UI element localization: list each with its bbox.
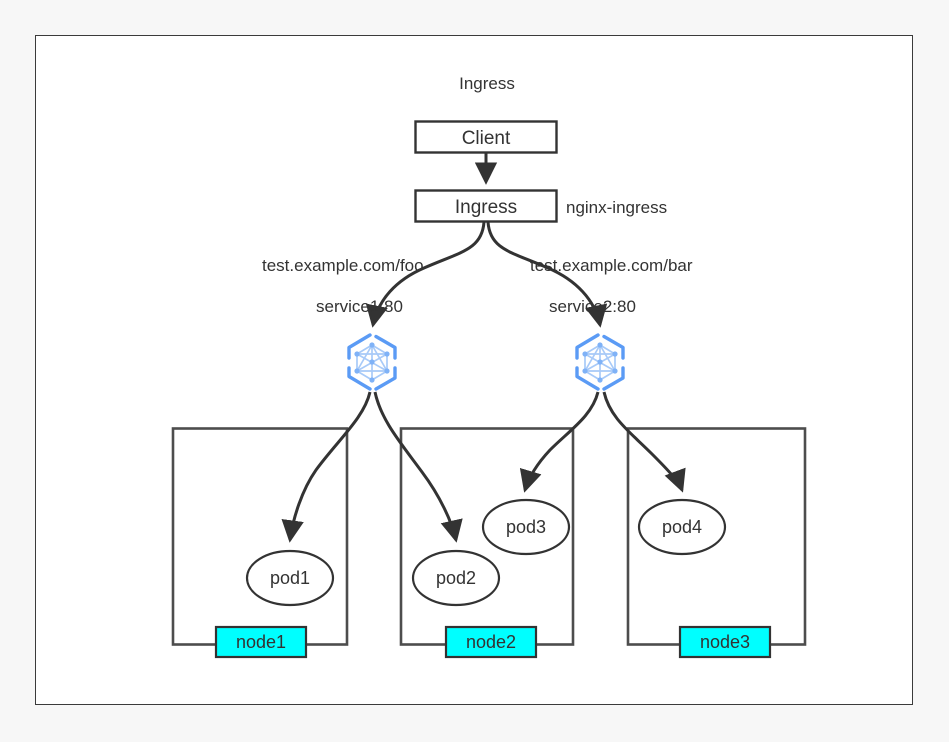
node2-label: node2 — [466, 632, 516, 652]
edge-service2-to-pod3 — [519, 391, 600, 493]
service2-label: service2:80 — [549, 297, 636, 316]
ingress-box[interactable] — [414, 189, 558, 223]
edge-service1-to-pod2 — [373, 391, 463, 543]
node1-container[interactable] — [171, 427, 349, 646]
service2-icon[interactable] — [575, 333, 625, 391]
node3-label-box[interactable] — [678, 625, 772, 659]
pod1-ellipse[interactable] — [245, 549, 335, 607]
ingress-controller-note: nginx-ingress — [566, 198, 667, 217]
edge-label-foo: test.example.com/foo — [262, 256, 424, 275]
service1-icon[interactable] — [347, 333, 397, 391]
pod2-ellipse[interactable] — [411, 549, 501, 607]
node3-label-group[interactable]: node3 — [678, 625, 772, 659]
pod3-label: pod3 — [506, 517, 546, 537]
pod3-node[interactable]: pod3 — [481, 498, 571, 556]
pod3-ellipse[interactable] — [481, 498, 571, 556]
diagram-title: Ingress — [459, 74, 515, 93]
pod2-label: pod2 — [436, 568, 476, 588]
edge-label-bar: test.example.com/bar — [530, 256, 693, 275]
node3-label: node3 — [700, 632, 750, 652]
edge-service2-to-pod4 — [602, 391, 686, 493]
node1-label-group[interactable]: node1 — [214, 625, 308, 659]
node1-box[interactable] — [171, 427, 349, 646]
pod1-label: pod1 — [270, 568, 310, 588]
ingress-node[interactable]: Ingress — [414, 189, 558, 223]
ingress-label: Ingress — [455, 197, 517, 218]
client-node[interactable]: Client — [414, 120, 558, 154]
node2-label-box[interactable] — [444, 625, 538, 659]
pod4-ellipse[interactable] — [637, 498, 727, 556]
client-label: Client — [462, 128, 511, 149]
node1-label: node1 — [236, 632, 286, 652]
edge-ingress-to-service2 — [486, 221, 608, 328]
pod4-node[interactable]: pod4 — [637, 498, 727, 556]
edge-service1-to-pod1 — [281, 391, 372, 543]
node1-label-box[interactable] — [214, 625, 308, 659]
pod4-label: pod4 — [662, 517, 702, 537]
pod2-node[interactable]: pod2 — [411, 549, 501, 607]
node2-label-group[interactable]: node2 — [444, 625, 538, 659]
service1-label: service1:80 — [316, 297, 403, 316]
pod1-node[interactable]: pod1 — [245, 549, 335, 607]
edge-ingress-to-service1 — [365, 221, 486, 328]
